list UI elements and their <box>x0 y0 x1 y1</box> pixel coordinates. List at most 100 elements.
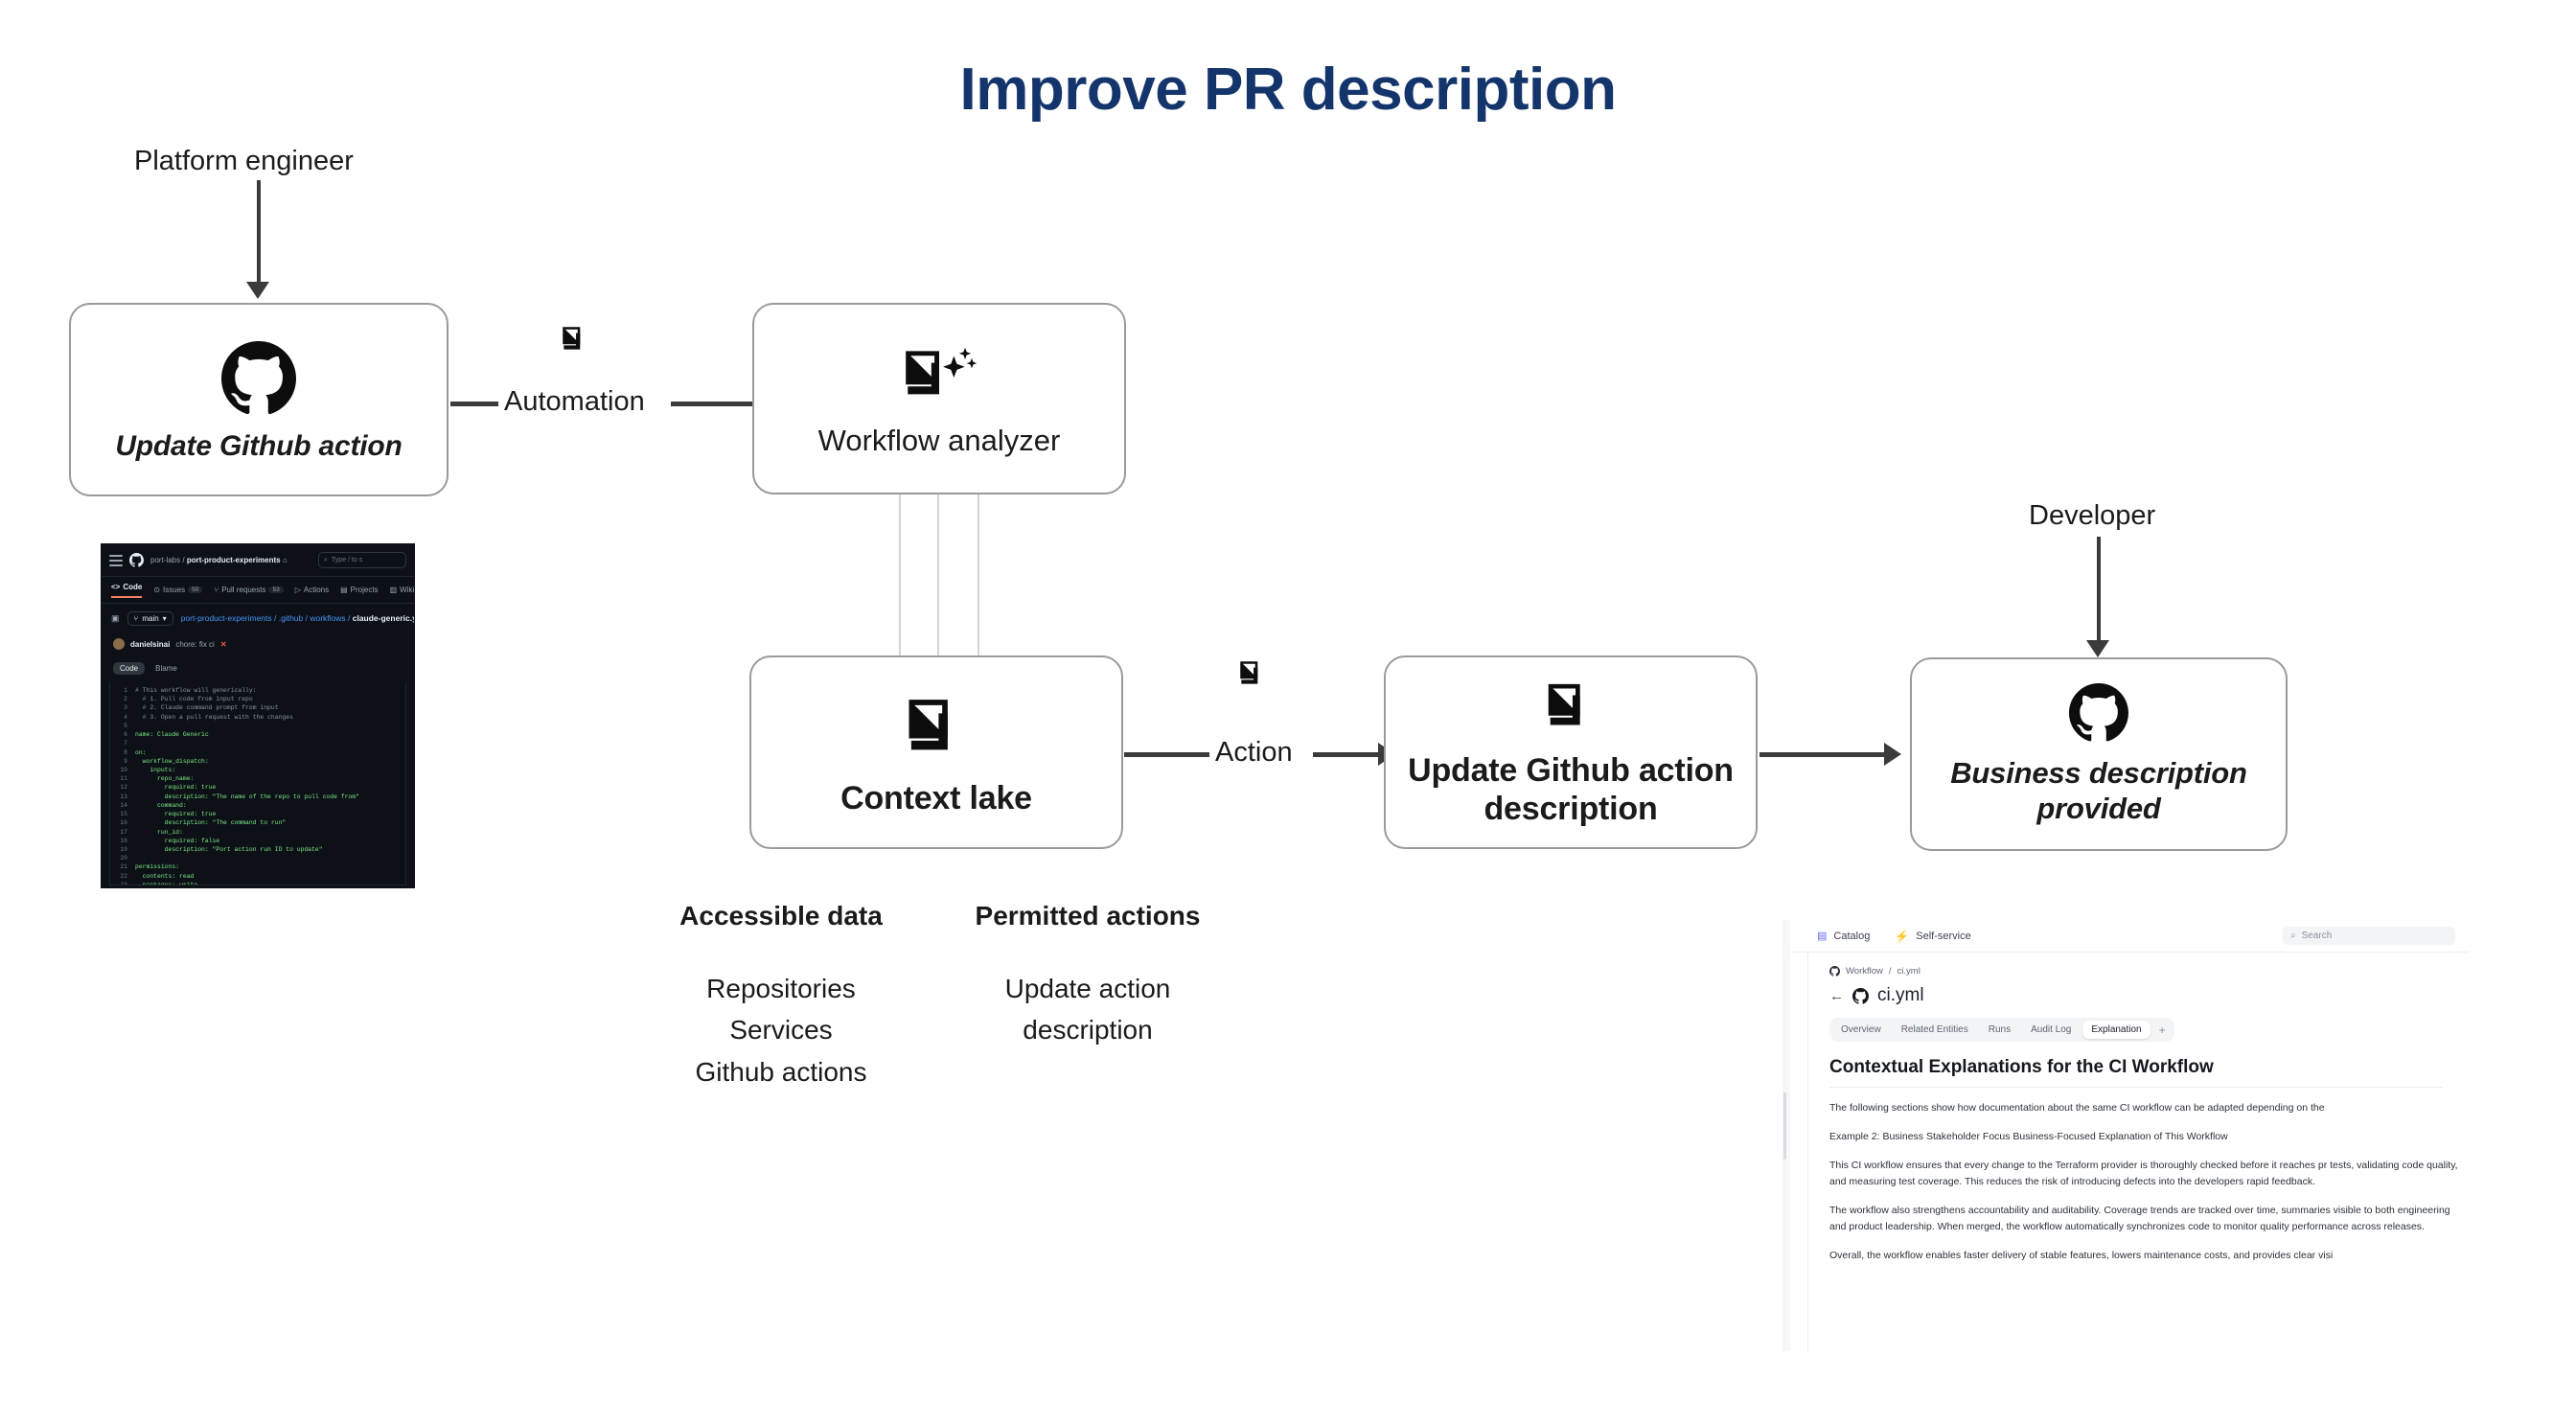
repo-owner[interactable]: port-labs <box>150 556 181 564</box>
code-line: 14 command: <box>110 801 405 810</box>
action-edge-line-left <box>1124 752 1220 757</box>
tab-audit-log[interactable]: Audit Log <box>2031 1024 2072 1035</box>
port-explanation-screenshot[interactable]: ▤ Catalog ⚡ Self-service ⌕ Search Workfl… <box>1782 920 2469 1351</box>
github-icon <box>221 341 296 416</box>
breadcrumb-parent[interactable]: Workflow <box>1846 966 1883 977</box>
accessible-data-list: Repositories Services Github actions <box>661 968 901 1092</box>
add-tab-button[interactable]: + <box>2158 1023 2166 1037</box>
file-tree-toggle-icon[interactable]: ▣ <box>111 612 120 623</box>
tab-issues[interactable]: ⊙ Issues 50 <box>153 586 203 594</box>
code-blame-toggle: Code Blame <box>102 655 414 680</box>
developer-connector-line <box>2097 537 2101 642</box>
code-line-text: description: "The command to run" <box>135 819 287 827</box>
node-workflow-analyzer[interactable]: Workflow analyzer <box>752 303 1126 494</box>
node-update-github-action-description[interactable]: Update Github action description <box>1384 655 1758 849</box>
blame-view-button[interactable]: Blame <box>155 663 177 673</box>
code-line-number: 12 <box>120 784 127 792</box>
code-line: 3 # 2. Claude command prompt from input <box>110 703 405 712</box>
tab-overview[interactable]: Overview <box>1841 1024 1881 1035</box>
github-code-viewer[interactable]: 1# This workflow will generically:2 # 1.… <box>109 682 406 885</box>
code-line: 2 # 1. Pull code from input repo <box>110 695 405 703</box>
code-line-number: 15 <box>120 811 127 818</box>
analyzer-context-connector-3 <box>978 494 979 655</box>
code-view-button[interactable]: Code <box>113 661 146 675</box>
code-line-text: # This workflow will generically: <box>135 687 257 694</box>
code-line-text: run_id: <box>135 828 183 836</box>
tab-wiki[interactable]: ▥ Wiki <box>390 586 414 594</box>
branch-icon: ⑂ <box>133 613 139 623</box>
file-path-breadcrumb[interactable]: port-product-experiments / .github / wor… <box>181 613 414 623</box>
code-line: 18 required: false <box>110 837 405 845</box>
developer-arrowhead <box>2086 640 2109 657</box>
repo-breadcrumb[interactable]: port-labs / port-product-experiments ⌂ <box>150 556 288 564</box>
tab-actions-label: Actions <box>303 586 330 594</box>
arrow-left-icon[interactable]: ← <box>1829 987 1844 1004</box>
port-entity-page: Workflow / ci.yml ← ci.yml Overview Rela… <box>1807 953 2469 1351</box>
code-line: 19 description: "Port action run ID to u… <box>110 845 405 854</box>
tab-actions[interactable]: ▷ Actions <box>295 586 329 594</box>
entity-title-row: ← ci.yml <box>1829 985 2469 1006</box>
commit-author[interactable]: danielsinai <box>130 639 171 649</box>
github-mark-icon[interactable] <box>129 553 144 567</box>
code-line-text: description: "The name of the repo to pu… <box>135 793 359 800</box>
github-top-bar: port-labs / port-product-experiments ⌂ ⌕… <box>102 544 414 577</box>
nav-item-catalog[interactable]: ▤ Catalog <box>1817 930 1870 943</box>
code-line-number: 14 <box>120 801 127 809</box>
port-sidebar-rail[interactable] <box>1782 920 1790 1351</box>
document-paragraph: Example 2: Business Stakeholder Focus Bu… <box>1829 1131 2228 1142</box>
node-update-github-action[interactable]: Update Github action <box>69 303 448 496</box>
document-divider <box>1829 1087 2443 1088</box>
node-label-update-github-action: Update Github action <box>115 430 402 463</box>
port-ai-icon <box>898 343 980 410</box>
code-line: 15 required: true <box>110 810 405 818</box>
avatar <box>113 638 125 650</box>
port-search-input[interactable]: ⌕ Search <box>2283 927 2455 945</box>
node-business-description-provided[interactable]: Business description provided <box>1910 657 2288 851</box>
port-icon-automation-edge <box>559 324 591 361</box>
code-line-number: 4 <box>124 713 127 721</box>
tab-code[interactable]: <> Code <box>111 582 143 598</box>
accessible-data-heading: Accessible data <box>679 901 883 931</box>
tab-explanation[interactable]: Explanation <box>2082 1021 2150 1039</box>
code-line: 10 inputs: <box>110 766 405 774</box>
code-line: 11 repo_name: <box>110 774 405 783</box>
code-line-number: 16 <box>120 819 127 827</box>
tab-pull-requests[interactable]: ⑂ Pull requests 53 <box>214 586 284 594</box>
tab-pull-requests-badge: 53 <box>268 586 284 593</box>
code-line: 23 packages: write <box>110 881 405 885</box>
platform-engineer-arrowhead <box>246 282 269 299</box>
code-line-text: description: "Port action run ID to upda… <box>135 845 323 853</box>
document-paragraph: This CI workflow ensures that every chan… <box>1829 1160 2458 1187</box>
entity-tab-bar: Overview Related Entities Runs Audit Log… <box>1829 1018 2174 1042</box>
tab-projects-label: Projects <box>350 586 379 594</box>
catalog-icon: ▤ <box>1817 931 1828 942</box>
code-line-number: 20 <box>120 855 127 862</box>
github-icon-business <box>2069 683 2128 743</box>
permitted-actions-item: description <box>1023 1015 1153 1046</box>
search-icon: ⌕ <box>324 556 328 563</box>
table-icon: ▤ <box>340 586 348 594</box>
repo-name[interactable]: port-product-experiments <box>186 556 281 564</box>
hamburger-menu-icon[interactable] <box>109 554 123 566</box>
tab-related-entities[interactable]: Related Entities <box>1900 1024 1968 1035</box>
entity-breadcrumb: Workflow / ci.yml <box>1829 966 2469 977</box>
code-line-text: # 3. Open a pull request with the change… <box>135 713 293 721</box>
tab-runs[interactable]: Runs <box>1988 1024 2012 1035</box>
code-line: 22 contents: read <box>110 872 405 881</box>
branch-selector[interactable]: ⑂ main ▾ <box>126 610 173 626</box>
code-icon: <> <box>111 582 121 591</box>
permitted-actions-heading: Permitted actions <box>975 901 1201 931</box>
code-line-number: 23 <box>120 881 127 885</box>
node-context-lake[interactable]: Context lake <box>749 655 1123 849</box>
lock-icon: ⌂ <box>282 556 288 564</box>
node-label-context-lake: Context lake <box>840 779 1032 816</box>
entity-title: ci.yml <box>1877 985 1924 1005</box>
tab-issues-badge: 50 <box>188 586 203 593</box>
tab-projects[interactable]: ▤ Projects <box>340 586 378 594</box>
github-repository-screenshot[interactable]: port-labs / port-product-experiments ⌂ ⌕… <box>101 543 415 888</box>
code-line-text: name: Claude Generic <box>135 731 209 739</box>
nav-item-self-service[interactable]: ⚡ Self-service <box>1895 930 1970 943</box>
github-search-input[interactable]: ⌕ Type / to s <box>318 552 406 568</box>
code-line: 13 description: "The name of the repo to… <box>110 793 405 801</box>
code-line: 12 required: true <box>110 783 405 792</box>
